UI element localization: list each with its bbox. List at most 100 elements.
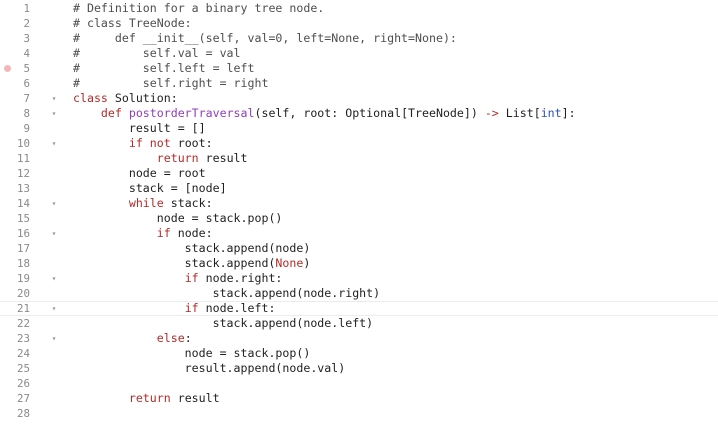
line-number[interactable]: 17 xyxy=(16,242,30,255)
code-token: while xyxy=(128,196,164,210)
code-text: if node.left: xyxy=(73,301,276,316)
code-line[interactable]: 1# Definition for a binary tree node. xyxy=(0,1,718,16)
code-line[interactable]: 25 result.append(node.val) xyxy=(0,361,718,376)
code-line[interactable]: 12 node = root xyxy=(0,166,718,181)
code-line[interactable]: 4 # self.val = val xyxy=(0,46,718,61)
line-number[interactable]: 27 xyxy=(16,392,30,405)
fold-toggle-icon[interactable]: ▾ xyxy=(51,94,57,103)
code-line[interactable]: 14 ▾ while stack: xyxy=(0,196,718,211)
code-token: None xyxy=(275,256,304,270)
code-text: if node: xyxy=(73,226,213,241)
line-number[interactable]: 15 xyxy=(16,212,30,225)
code-token: List[ xyxy=(498,106,541,120)
line-number[interactable]: 24 xyxy=(16,347,30,360)
line-number[interactable]: 28 xyxy=(16,407,30,420)
code-token xyxy=(73,136,129,150)
code-line[interactable]: 20 stack.append(node.right) xyxy=(0,286,718,301)
code-line[interactable]: 27 return result xyxy=(0,391,718,406)
code-token xyxy=(73,196,129,210)
line-number[interactable]: 7 xyxy=(23,92,30,105)
code-line[interactable]: 28 xyxy=(0,406,718,421)
line-number[interactable]: 1 xyxy=(23,2,30,15)
code-token: # self.val = val xyxy=(73,46,241,60)
code-line[interactable]: 11 return result xyxy=(0,151,718,166)
line-number[interactable]: 12 xyxy=(16,167,30,180)
code-line[interactable]: 3# def __init__(self, val=0, left=None, … xyxy=(0,31,718,46)
code-token: (self, root: Optional[TreeNode]) xyxy=(254,106,485,120)
code-line[interactable]: 26 xyxy=(0,376,718,391)
code-token: stack: xyxy=(163,196,213,210)
line-number[interactable]: 21 xyxy=(16,302,30,315)
code-token: node = stack.pop() xyxy=(73,211,283,225)
code-text: # self.right = right xyxy=(73,76,268,91)
line-number[interactable]: 26 xyxy=(16,377,30,390)
fold-toggle-icon[interactable]: ▾ xyxy=(51,199,57,208)
code-token xyxy=(73,106,101,120)
code-token: def xyxy=(100,106,129,120)
fold-toggle-icon[interactable]: ▾ xyxy=(51,274,57,283)
code-token: if xyxy=(184,301,199,315)
line-number[interactable]: 3 xyxy=(23,32,30,45)
code-text: return result xyxy=(73,151,248,166)
fold-toggle-icon[interactable]: ▾ xyxy=(51,139,57,148)
code-text: stack.append(None) xyxy=(73,256,311,271)
line-number[interactable]: 5 xyxy=(23,62,30,75)
line-number[interactable]: 10 xyxy=(16,137,30,150)
code-token: class xyxy=(73,91,115,105)
code-line[interactable]: 7 ▾ class Solution: xyxy=(0,91,718,106)
code-line[interactable]: 18 stack.append(None) xyxy=(0,256,718,271)
code-line[interactable]: 21 ▾ if node.left: xyxy=(0,301,718,316)
line-number[interactable]: 20 xyxy=(16,287,30,300)
code-token: stack = [node] xyxy=(73,181,227,195)
code-token: postorderTraversal xyxy=(128,106,255,120)
code-token: Solution: xyxy=(114,91,178,105)
code-lines: 1# Definition for a binary tree node.2 # … xyxy=(0,1,718,421)
line-number[interactable]: 11 xyxy=(16,152,30,165)
code-text: if node.right: xyxy=(73,271,283,286)
code-text: stack = [node] xyxy=(73,181,227,196)
code-token: result.append(node.val) xyxy=(73,361,346,375)
code-line[interactable]: 16 ▾ if node: xyxy=(0,226,718,241)
fold-toggle-icon[interactable]: ▾ xyxy=(51,109,57,118)
fold-toggle-icon[interactable]: ▾ xyxy=(51,229,57,238)
line-number[interactable]: 6 xyxy=(23,77,30,90)
breakpoint-marker-icon[interactable] xyxy=(4,65,11,72)
line-number[interactable]: 25 xyxy=(16,362,30,375)
line-number[interactable]: 2 xyxy=(23,17,30,30)
code-token: stack.append( xyxy=(73,256,276,270)
code-token: return xyxy=(128,391,171,405)
line-number[interactable]: 4 xyxy=(23,47,30,60)
code-line[interactable]: 10▾ if not root: xyxy=(0,136,718,151)
code-line[interactable]: 19 ▾ if node.right: xyxy=(0,271,718,286)
code-line[interactable]: 17 stack.append(node) xyxy=(0,241,718,256)
code-token: node = root xyxy=(73,166,206,180)
line-number[interactable]: 19 xyxy=(16,272,30,285)
fold-toggle-icon[interactable]: ▾ xyxy=(51,304,57,313)
code-line[interactable]: 22 stack.append(node.left) xyxy=(0,316,718,331)
line-number[interactable]: 8 xyxy=(23,107,30,120)
line-number[interactable]: 13 xyxy=(16,182,30,195)
line-number[interactable]: 16 xyxy=(16,227,30,240)
code-line[interactable]: 6 # self.right = right xyxy=(0,76,718,91)
code-line[interactable]: 24 node = stack.pop() xyxy=(0,346,718,361)
line-number[interactable]: 18 xyxy=(16,257,30,270)
code-text: # self.val = val xyxy=(73,46,241,61)
line-number[interactable]: 23 xyxy=(16,332,30,345)
code-line[interactable]: 23▾ else: xyxy=(0,331,718,346)
code-token xyxy=(73,151,157,165)
code-line[interactable]: 15 node = stack.pop() xyxy=(0,211,718,226)
line-number[interactable]: 14 xyxy=(16,197,30,210)
code-line[interactable]: 13 stack = [node] xyxy=(0,181,718,196)
code-token: # class TreeNode: xyxy=(73,16,192,30)
code-text: stack.append(node.left) xyxy=(73,316,374,331)
code-line[interactable]: 8 ▾ def postorderTraversal(self, root: Op… xyxy=(0,106,718,121)
line-number[interactable]: 9 xyxy=(23,122,30,135)
code-line[interactable]: 9 result = [] xyxy=(0,121,718,136)
code-text: while stack: xyxy=(73,196,213,211)
code-token: if xyxy=(156,226,171,240)
line-number[interactable]: 22 xyxy=(16,317,30,330)
fold-toggle-icon[interactable]: ▾ xyxy=(51,334,57,343)
code-line[interactable]: 2 # class TreeNode: xyxy=(0,16,718,31)
code-line[interactable]: 5# self.left = left xyxy=(0,61,718,76)
